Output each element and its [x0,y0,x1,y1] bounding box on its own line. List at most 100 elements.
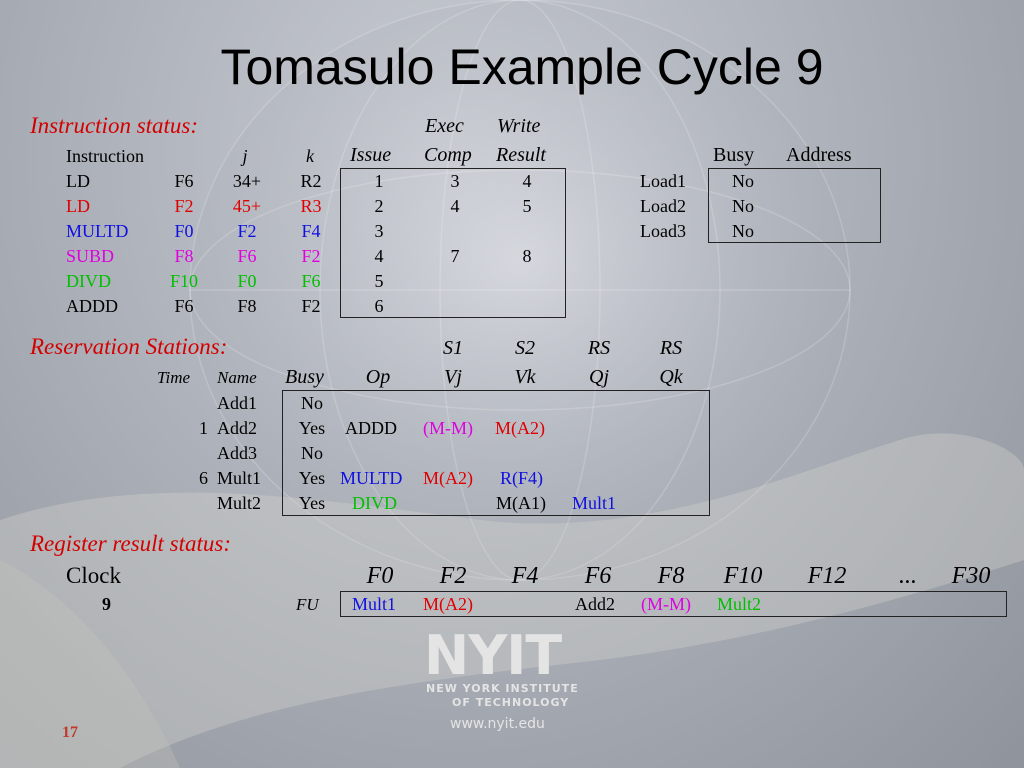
reg-f30: F30 [951,563,991,589]
load-buffer-busy: No [732,196,754,216]
instr-j: F8 [237,296,257,316]
rs-head-rs2: RS [659,337,683,359]
nyit-logo-line2: of Technology [452,696,570,709]
rs-op: DIVD [352,493,397,513]
register-result-status-label: Register result status: [30,531,232,556]
instr-op: MULTD [66,221,129,241]
col-instruction: Instruction [66,146,144,166]
load-buffer-busy: No [732,221,754,241]
slide-title: Tomasulo Example Cycle 9 [220,39,824,95]
rs-name: Mult2 [217,493,262,513]
instruction-status-box [340,168,566,318]
load-buffer-name: Load3 [640,221,686,241]
rs-head-s1: S1 [443,337,463,359]
reg-ellipsis: ... [899,563,917,589]
rs-col-vj: Vj [444,366,462,388]
rs-vk: M(A2) [495,418,545,438]
rs-vk: M(A1) [496,493,546,513]
reg-f4: F4 [511,563,539,589]
instr-issue: 3 [374,221,384,241]
fu-f2: M(A2) [423,594,473,614]
rs-busy: No [301,443,323,463]
fu-f0: Mult1 [352,594,397,614]
reservation-stations-label: Reservation Stations: [30,334,228,359]
instr-op: SUBD [66,246,115,266]
instr-k: F6 [301,271,321,291]
instr-comp: 4 [450,196,460,216]
clock-value: 9 [102,594,111,614]
rs-name: Add3 [217,443,257,463]
load-buffer-name: Load2 [640,196,686,216]
instr-k: R3 [300,196,322,216]
write-header: Write [497,115,541,137]
slide-number: 17 [62,724,78,741]
load-col-busy: Busy [713,144,755,166]
rs-name: Add1 [217,393,257,413]
rs-col-qk: Qk [659,366,683,388]
instr-op: LD [66,171,90,191]
exec-header: Exec [425,115,464,137]
rs-busy: No [301,393,323,413]
rs-col-name: Name [217,368,257,387]
reg-f0: F0 [366,563,394,589]
reg-f8: F8 [657,563,685,589]
instr-result: 8 [522,246,532,266]
instr-result: 5 [522,196,532,216]
instr-issue: 1 [374,171,384,191]
instr-issue: 5 [374,271,384,291]
instr-k: R2 [300,171,322,191]
rs-op: MULTD [340,468,403,488]
load-buffer-name: Load1 [640,171,686,191]
fu-f8: (M-M) [641,594,691,614]
rs-name: Add2 [217,418,257,438]
instr-j: F6 [237,246,257,266]
nyit-url: www.nyit.edu [450,716,545,732]
col-j: j [242,146,248,166]
instr-dest: F10 [169,271,198,291]
rs-head-s2: S2 [515,337,535,359]
fu-label: FU [296,595,319,614]
load-buffer-box [708,168,881,243]
col-comp: Comp [424,144,472,166]
fu-f10: Mult2 [717,594,762,614]
instr-issue: 6 [374,296,384,316]
reg-f2: F2 [439,563,467,589]
reservation-stations-box [282,390,710,516]
rs-head-rs1: RS [587,337,611,359]
instr-result: 4 [522,171,532,191]
nyit-logo-line1: New York Institute [426,682,579,695]
instr-j: F0 [237,271,257,291]
col-k: k [306,146,314,166]
rs-name: Mult1 [217,468,262,488]
rs-col-qj: Qj [589,366,609,388]
reg-f12: F12 [807,563,847,589]
instr-issue: 2 [374,196,384,216]
rs-time: 1 [199,418,208,438]
load-buffer-busy: No [732,171,754,191]
rs-col-busy: Busy [285,366,324,388]
instr-j: 34+ [232,171,262,191]
instr-j: 45+ [232,196,262,216]
col-issue: Issue [350,144,392,166]
rs-busy: Yes [298,418,326,438]
rs-col-time: Time [157,368,191,387]
rs-qj: Mult1 [572,493,617,513]
rs-vj: M(A2) [423,468,473,488]
nyit-logo: NYIT [424,624,562,687]
sleeve-shape [0,560,180,768]
instr-dest: F6 [174,296,194,316]
instr-dest: F8 [174,246,194,266]
rs-vj: (M-M) [423,418,473,438]
instruction-status-label: Instruction status: [30,113,199,138]
rs-col-op: Op [365,366,391,388]
col-result: Result [496,144,546,166]
instr-op: LD [66,196,90,216]
rs-busy: Yes [298,468,326,488]
reg-f10: F10 [723,563,763,589]
clock-label: Clock [66,563,121,588]
instr-op: ADDD [66,296,118,316]
instr-k: F4 [301,221,321,241]
rs-busy: Yes [298,493,326,513]
fu-f6: Add2 [575,594,615,614]
reg-f6: F6 [584,563,612,589]
